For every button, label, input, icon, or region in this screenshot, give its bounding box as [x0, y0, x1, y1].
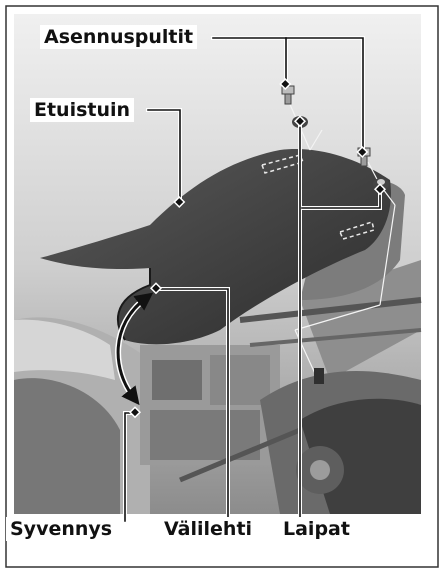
flange-icon: [314, 368, 324, 384]
label-mounting-bolts: Asennuspultit: [40, 25, 197, 49]
label-front-seat: Etuistuin: [30, 98, 134, 122]
label-spacer-tab: Välilehti: [160, 517, 256, 541]
label-flanges: Laipat: [279, 517, 354, 541]
label-recess: Syvennys: [6, 517, 116, 541]
